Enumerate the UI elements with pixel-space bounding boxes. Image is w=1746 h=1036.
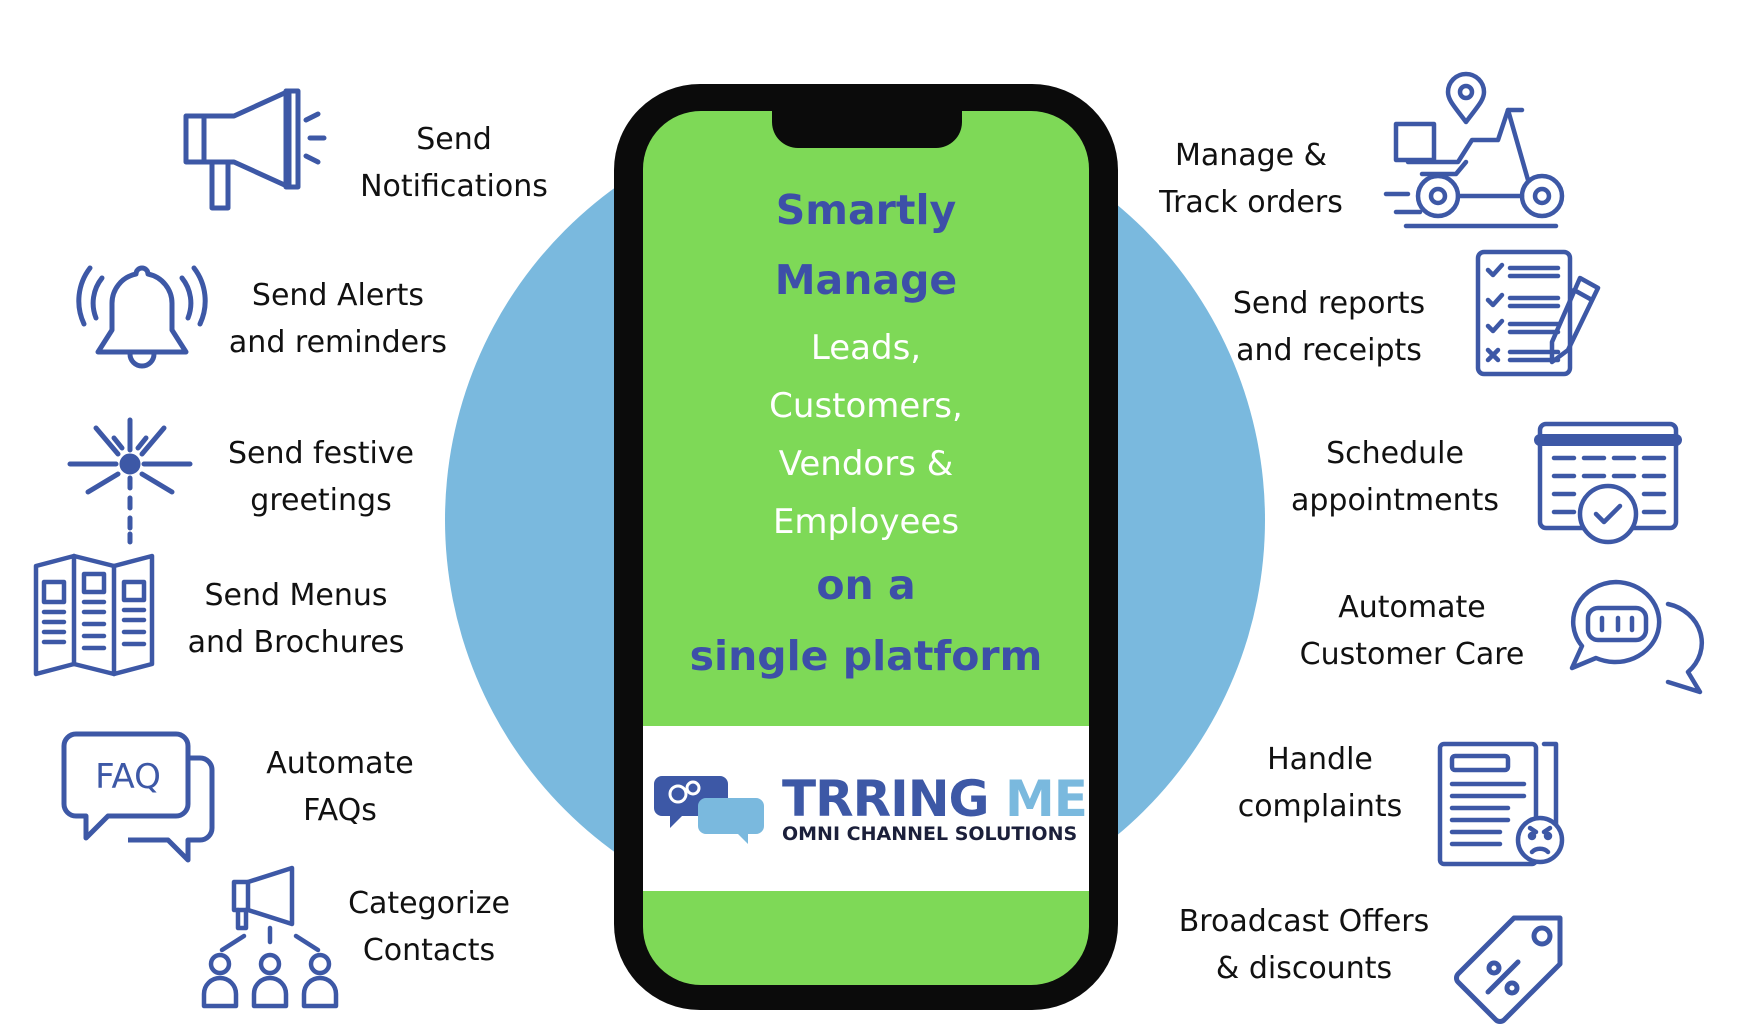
feature-line: Send reports xyxy=(1232,286,1426,321)
feature-line: Schedule xyxy=(1326,436,1464,471)
fireworks-icon xyxy=(62,414,198,545)
feature-line: Categorize xyxy=(348,886,510,921)
audience-customers: Customers, xyxy=(769,386,963,426)
brand-name: TRRING ME xyxy=(782,770,1088,828)
faq-icon: FAQ xyxy=(60,730,220,866)
feature-broadcast-offers: Broadcast Offers & discounts xyxy=(1156,898,1452,992)
feature-line: Handle xyxy=(1267,742,1373,777)
audience-vendors: Vendors & xyxy=(778,444,954,484)
feature-send-reports: Send reports and receipts xyxy=(1220,280,1438,374)
feature-line: and receipts xyxy=(1236,333,1422,368)
complaint-icon xyxy=(1436,740,1576,870)
chatbot-icon xyxy=(1568,578,1708,698)
feature-line: and Brochures xyxy=(187,625,405,660)
brand-name-part1: TRRING xyxy=(782,770,990,828)
price-tag-icon xyxy=(1450,912,1570,1032)
headline-line-8: single platform xyxy=(689,632,1043,680)
headline-line-7: on a xyxy=(816,561,916,609)
feature-automate-faqs: Automate FAQs xyxy=(240,740,440,834)
audience-employees: Employees xyxy=(772,502,960,542)
contacts-group-icon xyxy=(200,864,340,1014)
feature-line: Send xyxy=(416,122,492,157)
feature-line: FAQs xyxy=(303,793,377,828)
bell-icon xyxy=(76,258,208,378)
feature-line: Automate xyxy=(266,746,414,781)
feature-line: appointments xyxy=(1290,483,1500,518)
feature-send-notifications: Send Notifications xyxy=(336,116,572,210)
calendar-icon xyxy=(1534,418,1682,548)
feature-send-greetings: Send festive greetings xyxy=(208,430,434,524)
faq-icon-text: FAQ xyxy=(95,757,161,797)
brochure-icon xyxy=(32,552,156,678)
feature-line: Automate xyxy=(1338,590,1486,625)
feature-line: Send festive xyxy=(227,436,415,471)
feature-line: Contacts xyxy=(362,933,496,968)
delivery-scooter-icon xyxy=(1383,71,1576,229)
feature-handle-complaints: Handle complaints xyxy=(1210,736,1430,830)
feature-categorize-contacts: Categorize Contacts xyxy=(320,880,538,974)
chat-bubbles-logo-icon xyxy=(654,770,768,844)
feature-line: Broadcast Offers xyxy=(1178,904,1430,939)
audience-leads: Leads, xyxy=(810,328,922,368)
megaphone-icon xyxy=(182,88,332,213)
headline-line-2: Manage xyxy=(774,256,958,304)
feature-track-orders: Manage & Track orders xyxy=(1140,132,1362,226)
feature-line: greetings xyxy=(250,483,392,518)
checklist-icon xyxy=(1474,248,1604,378)
brand-name-part2: ME xyxy=(1005,770,1088,828)
feature-line: Customer Care xyxy=(1299,637,1525,672)
feature-line: complaints xyxy=(1237,789,1403,824)
feature-schedule-appointments: Schedule appointments xyxy=(1266,430,1524,524)
headline-line-1: Smartly xyxy=(775,186,957,234)
feature-line: & discounts xyxy=(1215,951,1393,986)
phone-notch xyxy=(772,108,962,148)
feature-send-alerts: Send Alerts and reminders xyxy=(206,272,470,366)
feature-line: Track orders xyxy=(1159,185,1343,220)
feature-line: Send Alerts xyxy=(251,278,425,313)
feature-line: and reminders xyxy=(228,325,448,360)
feature-send-menus: Send Menus and Brochures xyxy=(168,572,424,666)
feature-line: Send Menus xyxy=(204,578,388,613)
feature-line: Manage & xyxy=(1174,138,1328,173)
feature-line: Notifications xyxy=(360,169,548,204)
feature-automate-customer-care: Automate Customer Care xyxy=(1276,584,1548,678)
brand-tagline: OMNI CHANNEL SOLUTIONS xyxy=(782,823,1078,845)
